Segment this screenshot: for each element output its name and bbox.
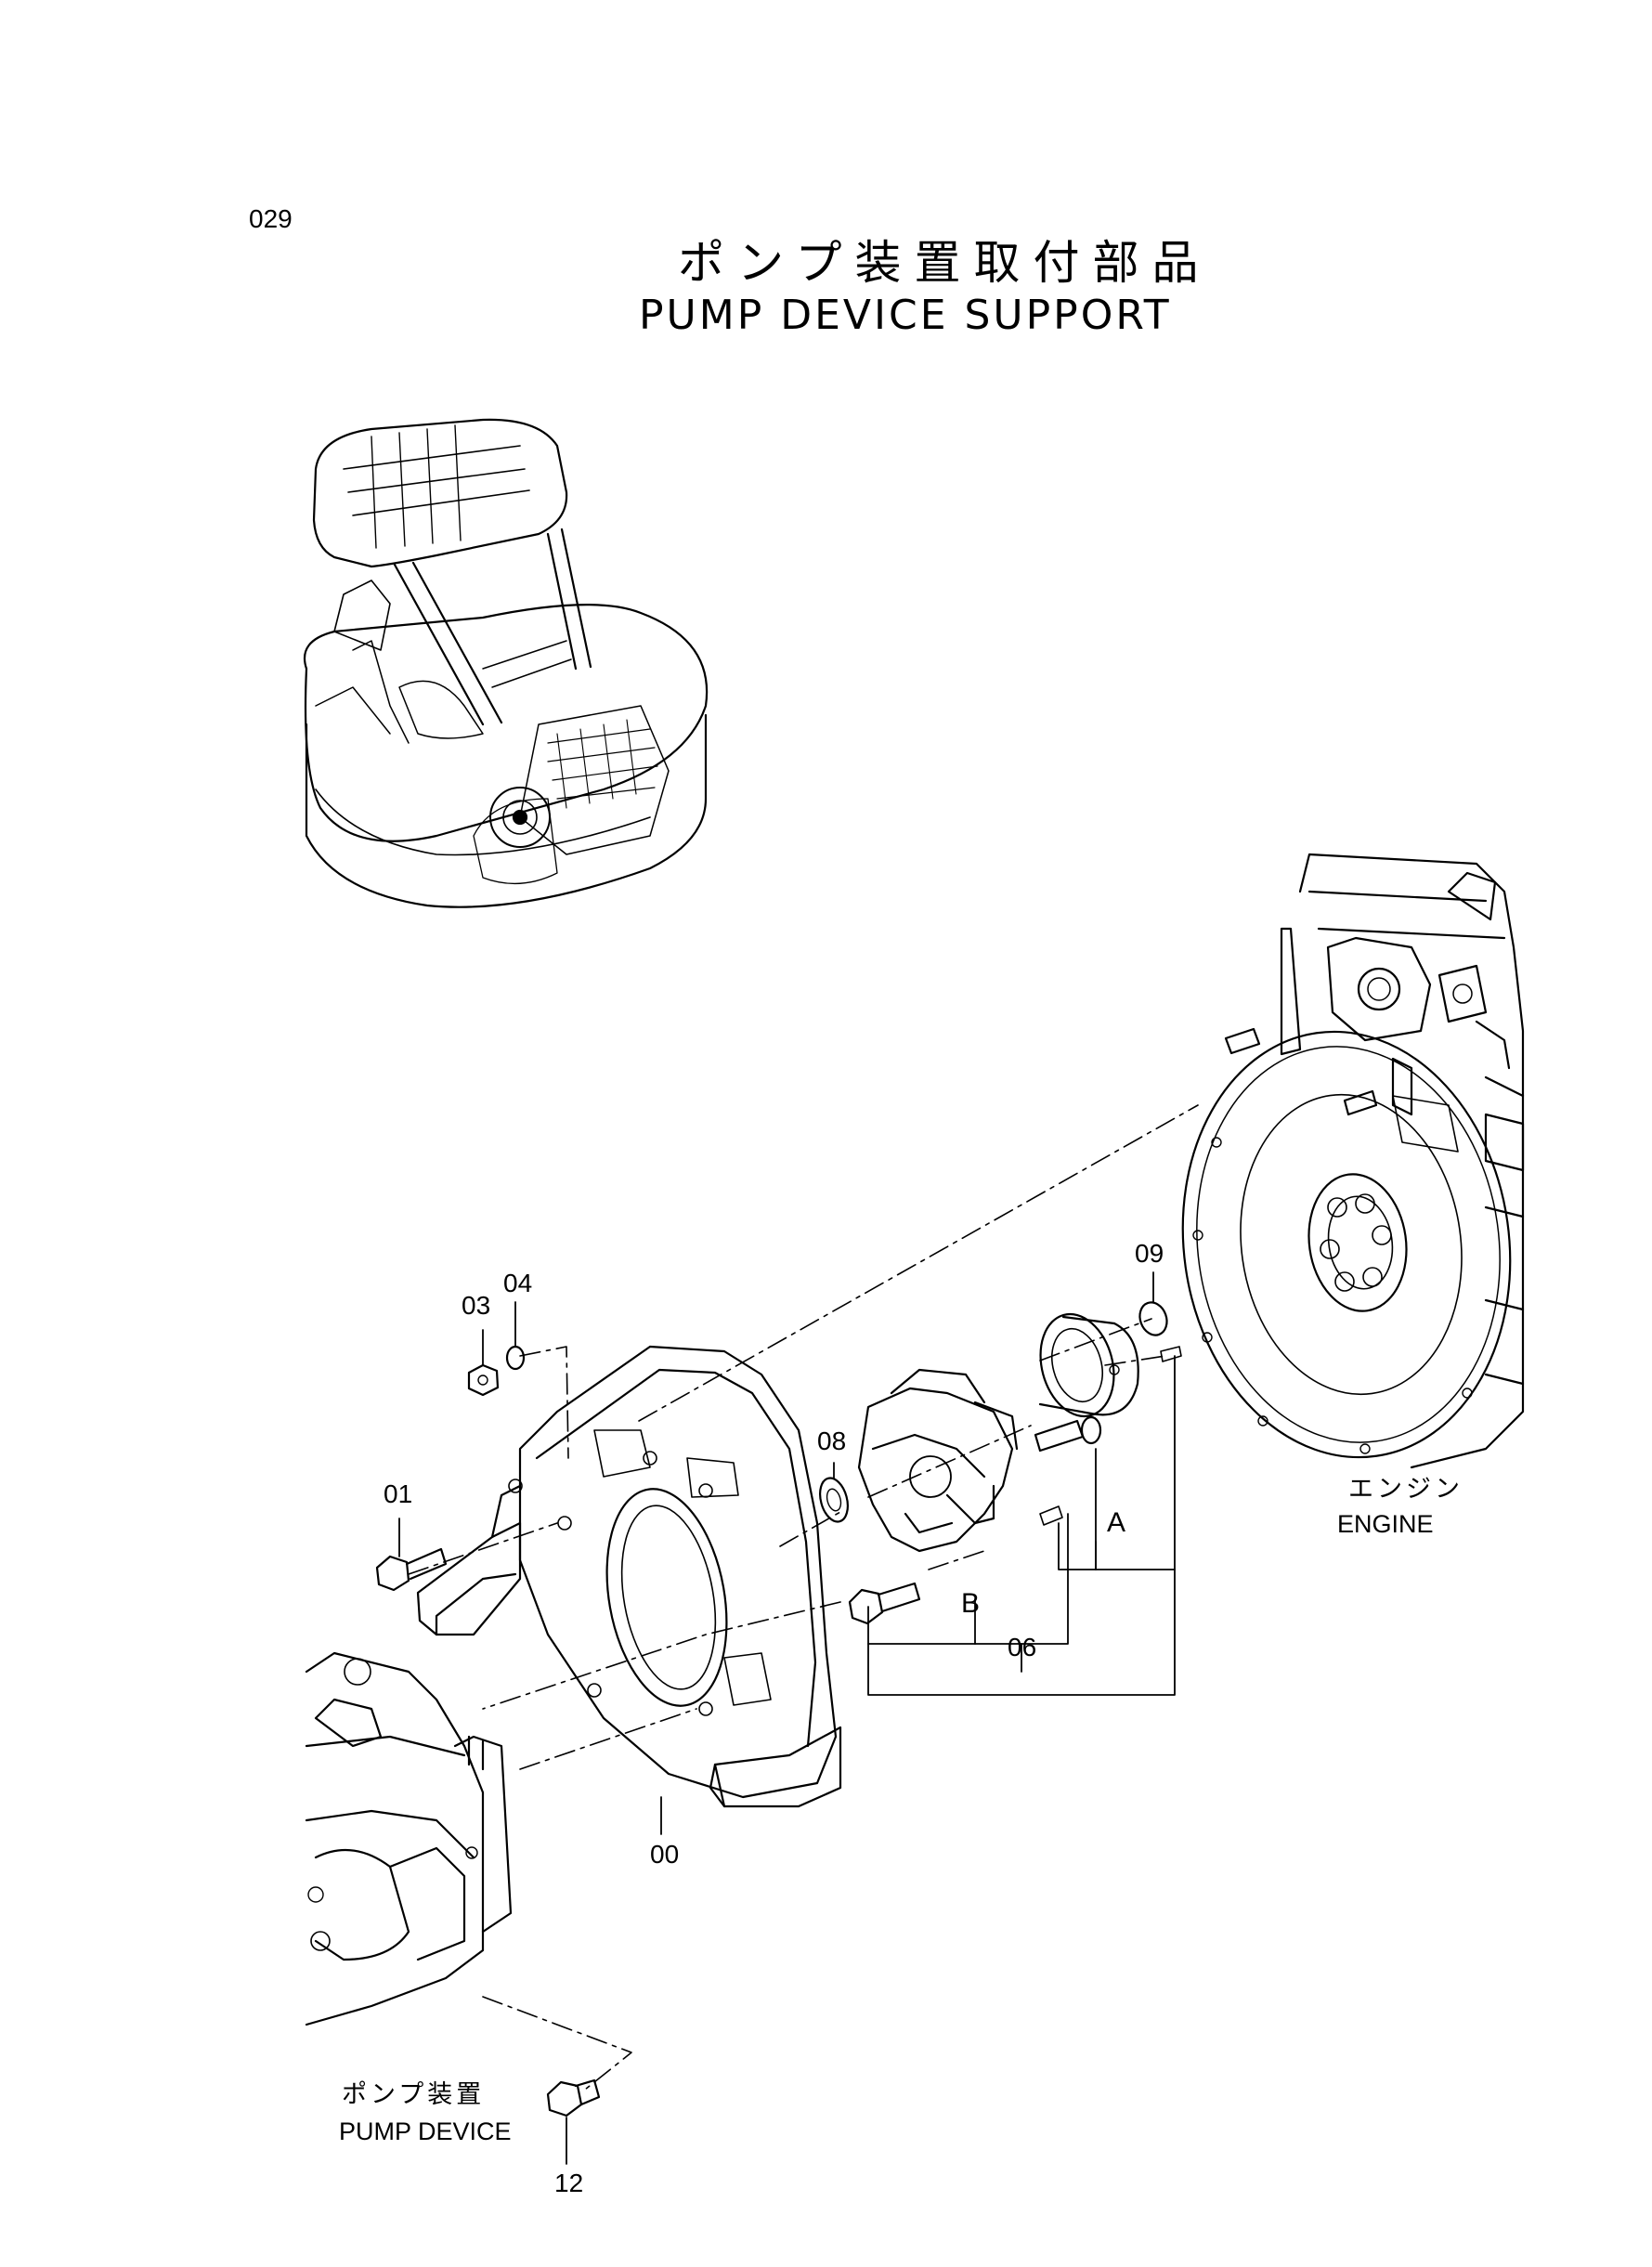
part-number-09: 09 bbox=[1135, 1239, 1164, 1268]
page-number: 029 bbox=[249, 204, 293, 233]
pump-device-label-japanese: ポンプ装置 bbox=[342, 2080, 486, 2109]
engine-flywheel-illustration bbox=[1181, 853, 1525, 1469]
part-number-00: 00 bbox=[650, 1840, 680, 1869]
coupling-hub bbox=[1038, 1312, 1139, 1418]
page-title: PUMP DEVICE SUPPORT bbox=[639, 292, 1172, 339]
engine-label: ENGINE bbox=[1337, 1510, 1434, 1538]
part-number-08: 08 bbox=[817, 1427, 847, 1455]
reference-label-b: B bbox=[961, 1588, 981, 1619]
engine-label-japanese: エンジン bbox=[1348, 1475, 1463, 1504]
reference-label-a: A bbox=[1107, 1507, 1126, 1538]
assembly-lines bbox=[408, 1104, 1199, 2091]
pump-device-label: PUMP DEVICE bbox=[339, 2117, 512, 2145]
machine-overview-illustration bbox=[303, 418, 709, 908]
part-number-03: 03 bbox=[462, 1291, 491, 1320]
part-number-06: 06 bbox=[1008, 1633, 1037, 1661]
hardware-items bbox=[375, 1345, 1182, 2117]
part-number-12: 12 bbox=[554, 2169, 584, 2197]
page-title-japanese: ポンプ装置取付部品 bbox=[678, 236, 1212, 290]
leader-lines bbox=[398, 1271, 1176, 2165]
washer bbox=[819, 1477, 849, 1523]
part-number-01: 01 bbox=[384, 1479, 413, 1508]
o-ring bbox=[1138, 1301, 1168, 1336]
coupling-element bbox=[857, 1368, 1019, 1553]
part-number-04: 04 bbox=[503, 1269, 533, 1297]
pump-housing-bracket bbox=[416, 1345, 842, 1808]
pump-device-illustration bbox=[305, 1651, 513, 2026]
